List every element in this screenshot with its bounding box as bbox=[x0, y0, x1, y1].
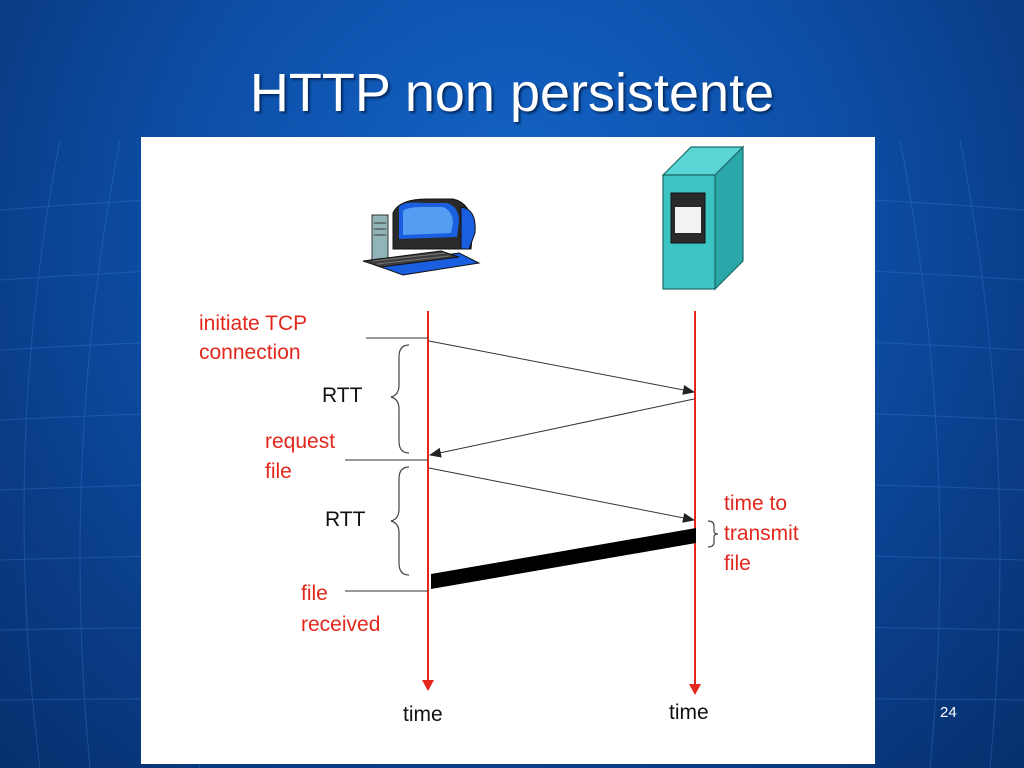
server-tower-icon bbox=[661, 145, 745, 291]
client-timeline-arrow bbox=[422, 680, 434, 691]
syn-message-arrow bbox=[428, 340, 695, 395]
slide-title: HTTP non persistente bbox=[249, 63, 775, 123]
server-timeline-arrow bbox=[689, 684, 701, 695]
desktop-computer-icon bbox=[362, 198, 481, 276]
diagram-panel: initiate TCP connection RTT request file… bbox=[141, 137, 875, 764]
received-label-line2: received bbox=[301, 613, 380, 636]
file-transfer-bar bbox=[431, 528, 696, 589]
received-label-line1: file bbox=[301, 582, 328, 605]
http-timing-diagram: initiate TCP connection RTT request file… bbox=[199, 145, 799, 726]
transmit-label-line2: transmit bbox=[724, 522, 799, 545]
rtt2-brace bbox=[390, 466, 410, 576]
transmit-label-line3: file bbox=[724, 552, 751, 575]
rtt1-label: RTT bbox=[322, 384, 363, 407]
request-label-line1: request bbox=[265, 430, 335, 453]
request-message-arrow bbox=[428, 467, 695, 523]
server-time-label: time bbox=[669, 701, 709, 724]
syn-ack-message-arrow bbox=[429, 398, 695, 458]
initiate-label-line1: initiate TCP bbox=[199, 312, 307, 335]
rtt1-brace bbox=[390, 344, 410, 454]
initiate-label-line2: connection bbox=[199, 341, 301, 364]
client-time-label: time bbox=[403, 703, 443, 726]
transmit-label-line1: time to bbox=[724, 492, 787, 515]
rtt2-label: RTT bbox=[325, 508, 366, 531]
page-number: 24 bbox=[940, 704, 957, 721]
transmit-brace bbox=[707, 520, 719, 548]
request-label-line2: file bbox=[265, 460, 292, 483]
